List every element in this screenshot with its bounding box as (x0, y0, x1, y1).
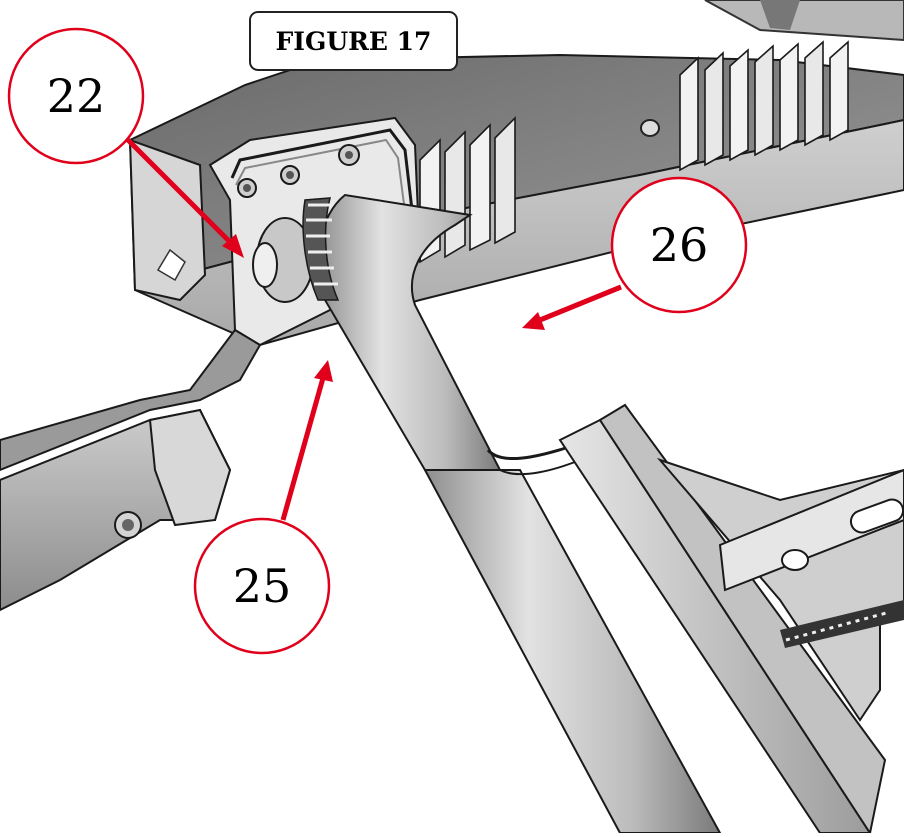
callout-25-number: 25 (233, 559, 292, 613)
callout-25: 25 (193, 360, 333, 655)
figure-title-box: FIGURE 17 (249, 11, 458, 71)
right-side-rail (558, 403, 904, 836)
upper-right-frame (704, 0, 904, 42)
callout-26-number: 26 (650, 218, 709, 272)
callout-26: 26 (522, 176, 748, 330)
callout-22-number: 22 (47, 69, 106, 123)
figure-title: FIGURE 17 (275, 26, 432, 56)
left-support-arm (0, 328, 262, 612)
housing-screw (640, 119, 660, 137)
callout-22-arrow (126, 138, 234, 246)
burner-tube (302, 193, 722, 834)
callout-26-arrowhead (522, 312, 545, 330)
bracket-bolt (252, 217, 314, 303)
callout-25-arrow (280, 377, 326, 521)
callout-25-arrowhead (314, 360, 333, 382)
callout-26-arrow (539, 284, 622, 323)
callout-22-arrowhead (222, 234, 244, 258)
callout-22: 22 (7, 27, 244, 258)
